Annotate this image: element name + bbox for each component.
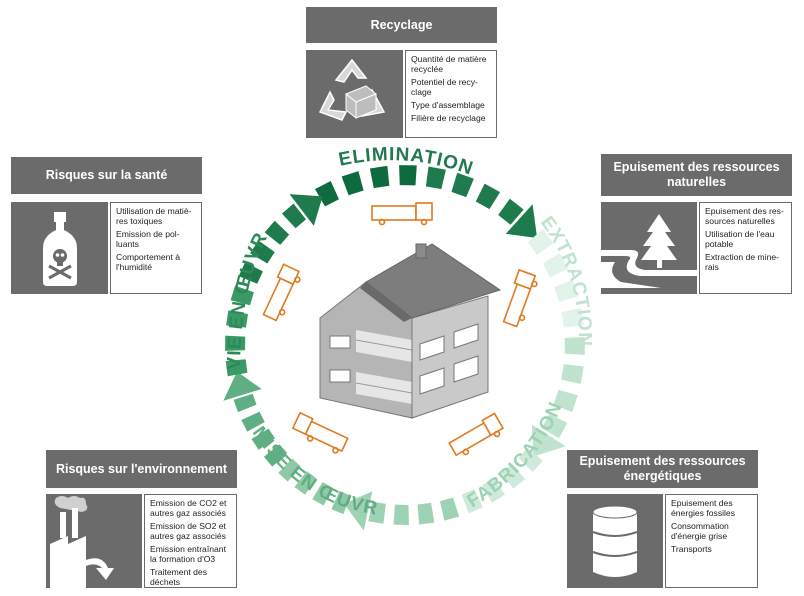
arrow-fabrication-segment xyxy=(501,464,526,489)
arrow-vie-en-oeuvre-segment xyxy=(264,220,290,245)
arrow-mise-en-oeuvre-segment xyxy=(278,458,301,482)
arrow-extraction-segment xyxy=(561,364,584,384)
arrow-mise-en-oeuvre-segment xyxy=(294,471,317,495)
arrow-extraction-segment xyxy=(541,414,568,439)
criteria-item: Potentiel de recy-clage xyxy=(411,77,478,97)
criteria-item: Utilisation de matiè-res toxiques xyxy=(116,206,192,226)
criteria-item: Consommation d'énergie grise xyxy=(671,521,729,541)
criteria-item: Type d'assemblage xyxy=(411,100,485,110)
poison-bottle-icon xyxy=(43,212,77,286)
arrow-vie-en-oeuvre-segment xyxy=(225,359,248,377)
cycle-arrow-segments xyxy=(223,165,585,531)
arrow-extraction-segment xyxy=(553,389,578,413)
criteria-item: Emission de CO2 et autres gaz associés xyxy=(150,498,227,518)
arrow-mise-en-oeuvre-segment xyxy=(251,428,275,450)
sante-criteria-list: Utilisation de matiè-res toxiques Emissi… xyxy=(110,202,202,294)
arrow-extraction-segment xyxy=(542,253,569,278)
factory-pollution-icon xyxy=(50,496,114,588)
arrow-fabrication-segment xyxy=(393,504,409,525)
arrow-elimination-segment xyxy=(451,172,474,198)
arrow-vie-en-oeuvre-segment xyxy=(225,335,246,351)
criteria-item: Comportement à l'humidité xyxy=(116,252,181,272)
criteria-item: Emission entraînant la formation d'O3 xyxy=(150,544,226,564)
arrow-fabrication-segment xyxy=(461,489,483,514)
arrow-vie-en-oeuvre-head xyxy=(289,194,323,226)
arrow-vie-en-oeuvre-segment xyxy=(230,285,254,306)
criteria-item: Emission de SO2 et autres gaz associés xyxy=(150,521,226,541)
environnement-icon-panel xyxy=(46,494,142,588)
oil-barrel-icon xyxy=(592,505,638,577)
ressources-naturelles-title: Epuisement des ressources naturelles xyxy=(601,154,792,196)
recyclage-criteria-list: Quantité de matière recyclée Potentiel d… xyxy=(405,50,497,138)
criteria-item: Traitement des déchets xyxy=(150,567,207,587)
arrow-elimination-segment xyxy=(341,171,364,196)
arrow-extraction-head xyxy=(531,424,566,457)
arrow-extraction-segment xyxy=(561,307,584,328)
arrow-vie-en-oeuvre-segment xyxy=(281,203,306,229)
criteria-item: Utilisation de l'eau potable xyxy=(705,229,775,249)
arrow-extraction-segment xyxy=(564,337,585,355)
criteria-item: Epuisement des énergies fossiles xyxy=(671,498,736,518)
arrow-elimination-segment xyxy=(475,183,501,210)
arrow-vie-en-oeuvre-segment xyxy=(238,262,263,284)
ressources-energetiques-icon-panel xyxy=(567,494,663,588)
sante-icon-panel xyxy=(11,202,108,294)
arrow-elimination-segment xyxy=(315,181,339,207)
sante-title: Risques sur la santé xyxy=(11,157,202,194)
arrow-fabrication-segment xyxy=(417,502,435,525)
arrow-mise-en-oeuvre-segment xyxy=(241,411,265,432)
arrow-elimination-segment xyxy=(369,165,390,189)
ressources-naturelles-icon-panel xyxy=(601,202,697,294)
recyclage-icon-panel xyxy=(306,50,403,138)
criteria-item: Filière de recyclage xyxy=(411,113,486,123)
ressources-energetiques-criteria-list: Epuisement des énergies fossiles Consomm… xyxy=(665,494,758,588)
arrow-fabrication-segment xyxy=(439,497,460,521)
recyclage-title: Recyclage xyxy=(306,7,497,43)
recycle-icon xyxy=(318,58,386,121)
arrow-extraction-segment xyxy=(554,279,579,302)
arrow-vie-en-oeuvre-segment xyxy=(250,240,275,264)
arrow-mise-en-oeuvre-segment xyxy=(233,393,257,413)
arrow-fabrication-segment xyxy=(482,478,506,503)
stage-label-fabrication: FABRICATION xyxy=(464,399,567,513)
arrow-elimination-segment xyxy=(498,198,524,225)
landscape-tree-icon xyxy=(601,214,697,288)
arrow-extraction-segment xyxy=(527,229,554,255)
truck-bottom-right-icon xyxy=(448,412,505,457)
arrow-elimination-segment xyxy=(425,166,446,190)
criteria-item: Extraction de mine-rais xyxy=(705,252,780,272)
truck-bottom-left-icon xyxy=(291,411,349,454)
arrow-vie-en-oeuvre-segment xyxy=(226,310,249,328)
arrow-fabrication-head xyxy=(344,491,373,531)
arrow-mise-en-oeuvre-segment xyxy=(312,482,333,506)
criteria-item: Quantité de matière recyclée xyxy=(411,54,487,74)
ressources-energetiques-title: Epuisement des ressources énergétiques xyxy=(567,450,758,488)
criteria-item: Emission de pol-luants xyxy=(116,229,180,249)
criteria-item: Transports xyxy=(671,544,712,554)
arrow-elimination-head xyxy=(505,204,538,239)
truck-left-icon xyxy=(262,263,301,322)
arrow-mise-en-oeuvre-segment xyxy=(263,444,288,467)
environnement-criteria-list: Emission de CO2 et autres gaz associés E… xyxy=(144,494,237,588)
arrow-mise-en-oeuvre-segment xyxy=(331,491,351,515)
truck-top-icon xyxy=(371,202,433,226)
arrow-fabrication-segment xyxy=(518,447,543,473)
arrow-mise-en-oeuvre-head xyxy=(223,371,262,401)
truck-right-icon xyxy=(502,268,538,328)
criteria-item: Epuisement des res-sources naturelles xyxy=(705,206,784,226)
house-illustration xyxy=(319,243,502,419)
arrow-fabrication-segment xyxy=(368,501,386,524)
environnement-title: Risques sur l'environnement xyxy=(46,450,237,488)
ressources-naturelles-criteria-list: Epuisement des res-sources naturelles Ut… xyxy=(699,202,792,294)
arrow-elimination-segment xyxy=(399,165,417,186)
